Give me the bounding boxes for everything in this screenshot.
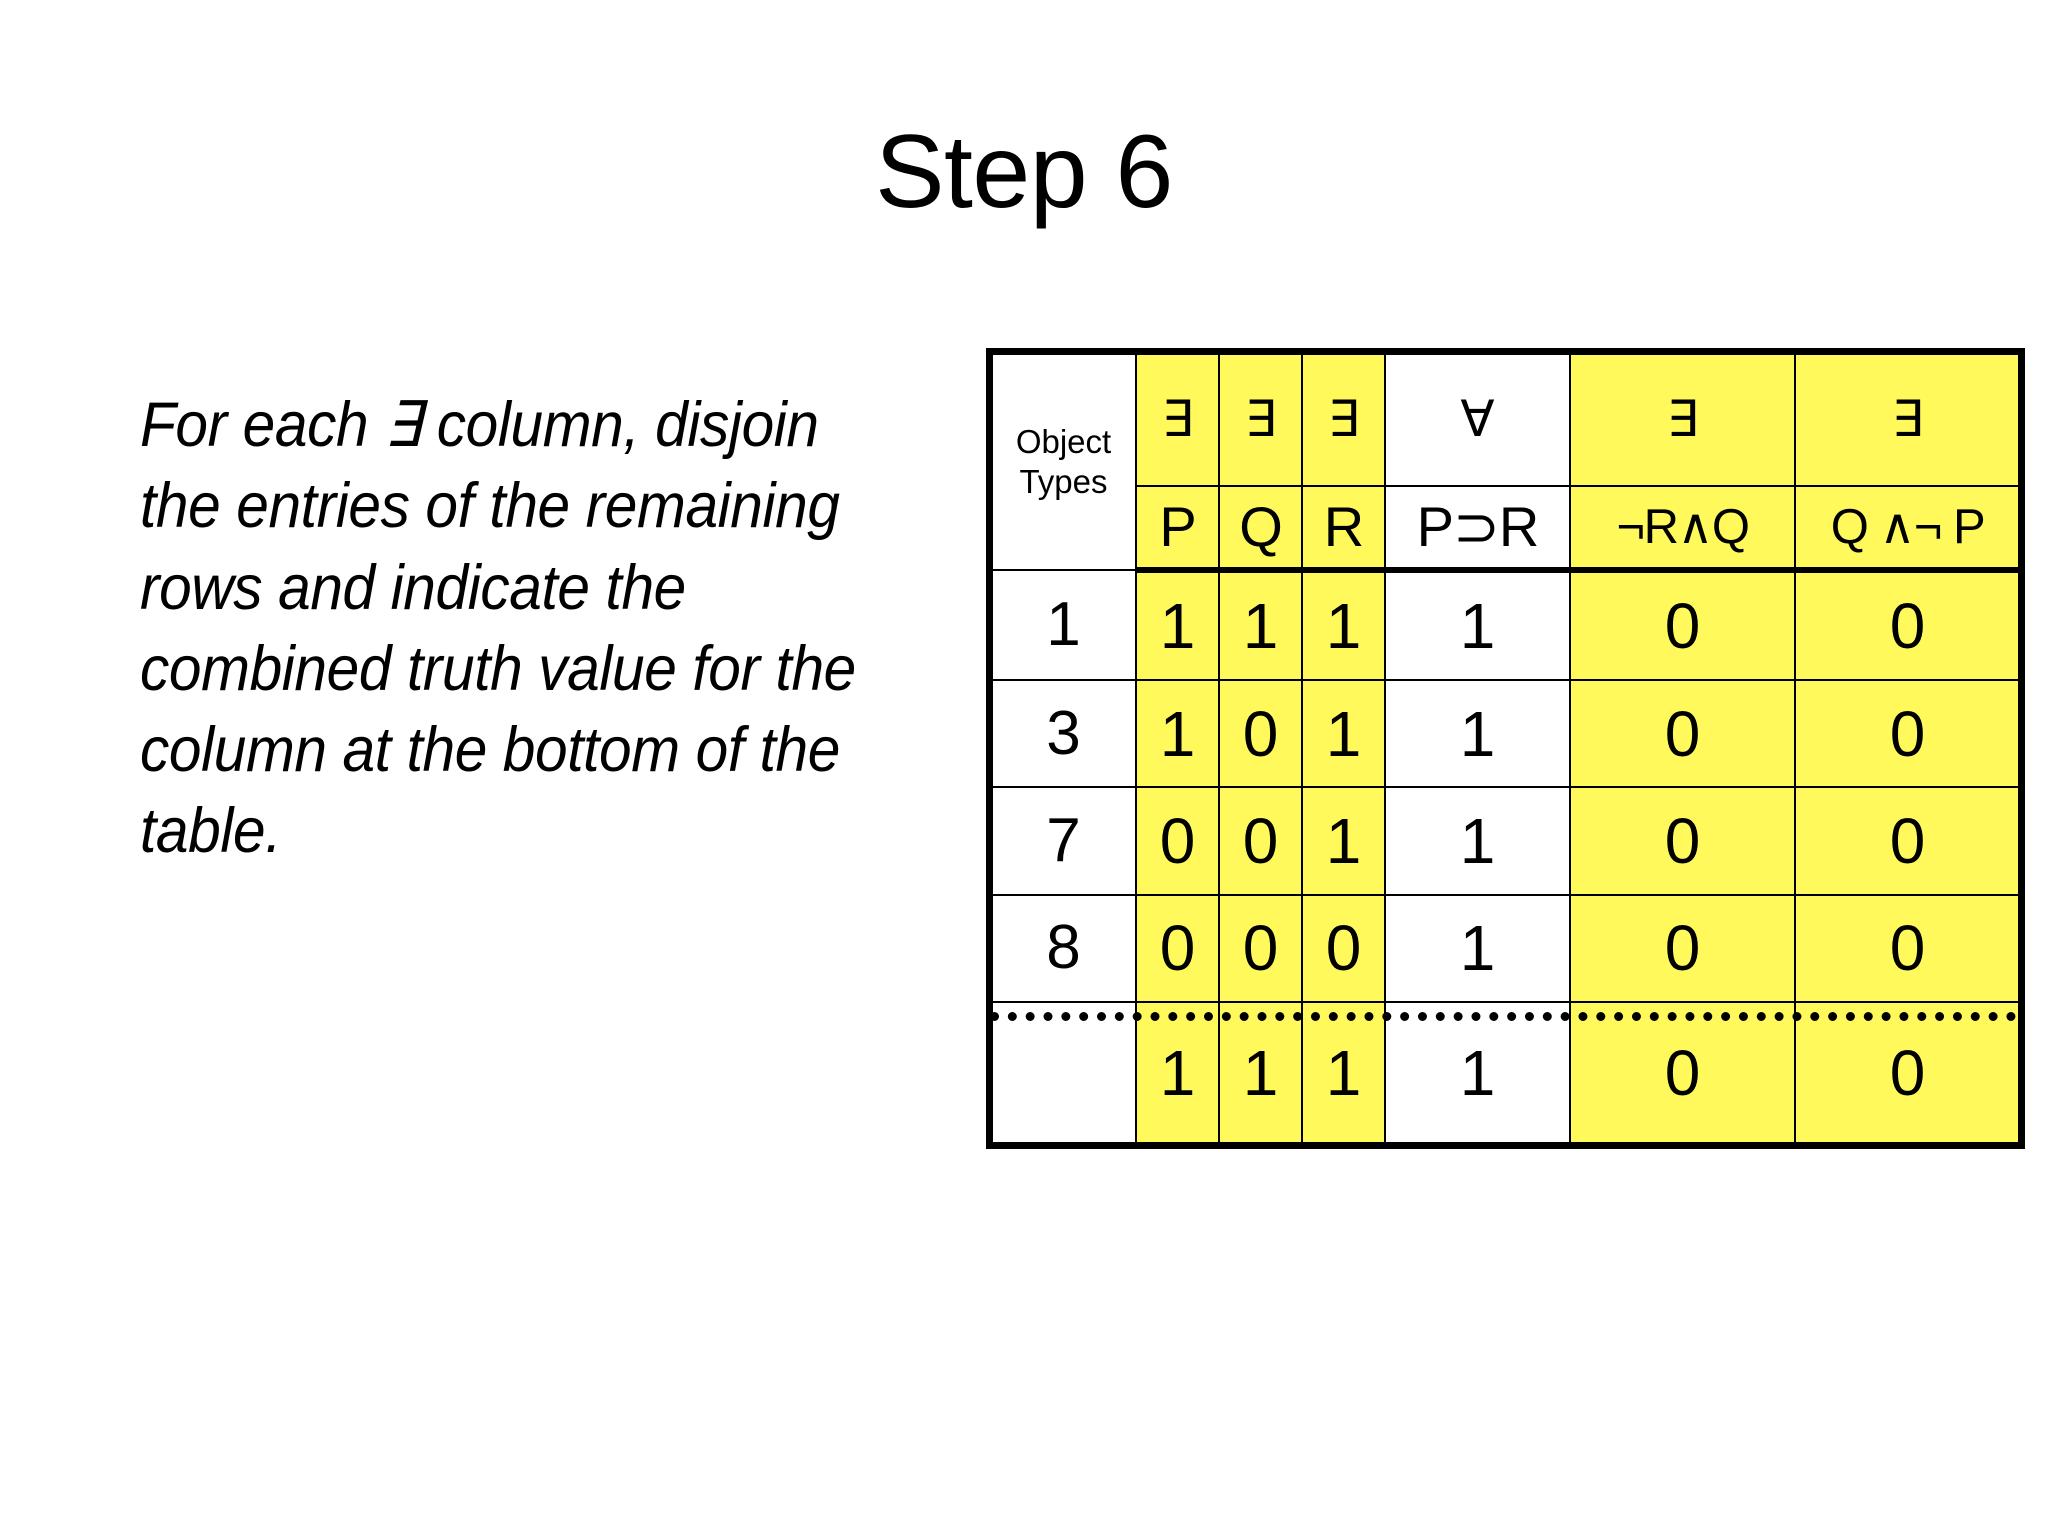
object-types-header: Object Types: [990, 351, 1137, 572]
cell-q: 0: [1218, 678, 1303, 789]
truth-table: Object Types ∃ ∃ ∃ ∀ ∃ ∃ P Q R P⊃R ¬R∧Q …: [986, 348, 2025, 1149]
cell-p-imp-r: 1: [1384, 569, 1571, 681]
table-header-quantifier-row: Object Types ∃ ∃ ∃ ∀ ∃ ∃: [990, 351, 2021, 572]
summary-cell-p-imp-r: 1: [1384, 1001, 1571, 1145]
cell-p-imp-r: 1: [1384, 786, 1571, 896]
quantifier-cell-q: ∃: [1218, 352, 1303, 487]
table-row: 7 0 0 1 1 0 0: [990, 786, 2021, 896]
formula-cell-q: Q: [1218, 484, 1303, 574]
object-types-label-line1: Object: [1015, 422, 1112, 460]
instruction-paragraph: For each ∃ column, disjoin the entries o…: [140, 390, 856, 867]
cell-p-imp-r: 1: [1384, 678, 1571, 789]
cell-notr-and-q: 0: [1569, 678, 1796, 789]
cell-p: 0: [1135, 786, 1220, 896]
cell-notr-and-q: 0: [1569, 893, 1796, 1004]
cell-q-and-notp: 0: [1794, 678, 2021, 789]
row-object-type: 1: [990, 569, 1137, 681]
summary-cell-p: 1: [1135, 1001, 1220, 1145]
cell-p: 0: [1135, 893, 1220, 1004]
cell-r: 1: [1301, 569, 1386, 681]
cell-r: 0: [1301, 893, 1386, 1004]
summary-cell-q: 1: [1218, 1001, 1303, 1145]
table-row: 1 1 1 1 1 0 0: [990, 569, 2021, 681]
table-summary-row: 1 1 1 1 0 0: [990, 1001, 2021, 1145]
summary-cell-notr-and-q: 0: [1569, 1001, 1796, 1145]
summary-object-type: [990, 1001, 1137, 1145]
page-title: Step 6: [875, 114, 1173, 230]
quantifier-cell-p: ∃: [1135, 352, 1220, 487]
cell-q-and-notp: 0: [1794, 569, 2021, 681]
quantifier-cell-q-and-notp: ∃: [1794, 352, 2021, 487]
cell-p: 1: [1135, 678, 1220, 789]
formula-cell-q-and-notp: Q ∧¬ P: [1794, 484, 2021, 574]
summary-cell-r: 1: [1301, 1001, 1386, 1145]
formula-cell-notr-and-q: ¬R∧Q: [1569, 484, 1796, 574]
cell-q-and-notp: 0: [1794, 893, 2021, 1004]
table-row: 3 1 0 1 1 0 0: [990, 678, 2021, 789]
quantifier-cell-notr-and-q: ∃: [1569, 352, 1796, 487]
table-row: 8 0 0 0 1 0 0: [990, 893, 2021, 1004]
cell-q: 0: [1218, 893, 1303, 1004]
table-header-formula-row: P Q R P⊃R ¬R∧Q Q ∧¬ P: [991, 484, 2021, 574]
quantifier-cell-r: ∃: [1301, 352, 1386, 487]
formula-cell-p-imp-r: P⊃R: [1384, 484, 1571, 574]
row-object-type: 3: [990, 678, 1137, 789]
formula-cell-r: R: [1301, 484, 1386, 574]
cell-q-and-notp: 0: [1794, 786, 2021, 896]
cell-notr-and-q: 0: [1569, 569, 1796, 681]
cell-p: 1: [1135, 569, 1220, 681]
row-object-type: 7: [990, 786, 1137, 896]
row-object-type: 8: [990, 893, 1137, 1004]
cell-notr-and-q: 0: [1569, 786, 1796, 896]
object-types-label-line2: Types: [1019, 462, 1108, 500]
cell-p-imp-r: 1: [1384, 893, 1571, 1004]
summary-cell-q-and-notp: 0: [1794, 1001, 2021, 1145]
quantifier-cell-p-imp-r: ∀: [1384, 352, 1571, 487]
cell-q: 1: [1218, 569, 1303, 681]
cell-q: 0: [1218, 786, 1303, 896]
cell-r: 1: [1301, 678, 1386, 789]
formula-cell-p: P: [1135, 484, 1220, 574]
truth-table-container: Object Types ∃ ∃ ∃ ∀ ∃ ∃ P Q R P⊃R ¬R∧Q …: [986, 348, 2025, 1149]
cell-r: 1: [1301, 786, 1386, 896]
